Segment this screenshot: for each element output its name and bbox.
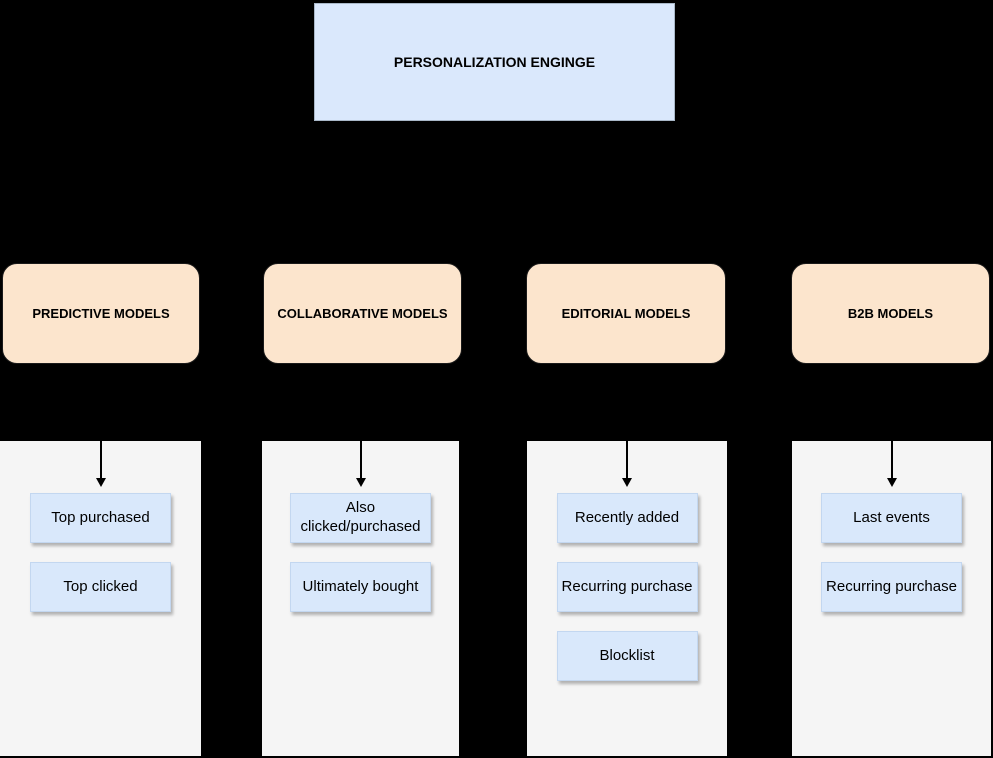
node-item: Ultimately bought <box>290 562 431 612</box>
node-b2b-models: B2B MODELS <box>791 263 990 364</box>
node-personalization-engine: PERSONALIZATION ENGINGE <box>314 3 675 121</box>
group-editorial-models: Recently added Recurring purchase Blockl… <box>527 441 727 756</box>
group-b2b-models: Last events Recurring purchase <box>792 441 991 756</box>
node-item: Top purchased <box>30 493 171 543</box>
node-item: Top clicked <box>30 562 171 612</box>
node-item-label: Recently added <box>574 508 680 526</box>
node-item-label: Top purchased <box>51 508 150 526</box>
arrow-head <box>622 478 632 487</box>
node-item-label: Blocklist <box>599 646 655 664</box>
node-collaborative-models: COLLABORATIVE MODELS <box>263 263 462 364</box>
node-item-label: Last events <box>853 508 930 526</box>
node-predictive-models: PREDICTIVE MODELS <box>2 263 200 364</box>
node-personalization-engine-label: PERSONALIZATION ENGINGE <box>393 54 596 70</box>
node-collaborative-models-label: COLLABORATIVE MODELS <box>277 306 448 321</box>
node-item: Last events <box>821 493 962 543</box>
node-item-label: Recurring purchase <box>826 577 957 595</box>
arrow-head <box>95 478 106 487</box>
node-item-label: Also clicked/purchased <box>300 499 421 535</box>
group-predictive-models: Top purchased Top clicked <box>0 441 201 756</box>
node-b2b-models-label: B2B MODELS <box>847 306 934 321</box>
arrow-down-icon <box>355 441 367 487</box>
arrow-line <box>626 441 628 478</box>
arrow-head <box>355 478 366 487</box>
arrow-down-icon <box>886 441 898 487</box>
node-item: Recently added <box>556 493 698 543</box>
arrow-down-icon <box>621 441 633 487</box>
node-item: Also clicked/purchased <box>290 493 431 543</box>
arrow-line <box>99 441 102 478</box>
arrow-line <box>890 441 893 478</box>
node-editorial-models: EDITORIAL MODELS <box>526 263 726 364</box>
node-item-label: Ultimately bought <box>302 577 419 595</box>
node-item: Blocklist <box>556 631 698 681</box>
node-item-label: Top clicked <box>63 577 138 595</box>
arrow-down-icon <box>95 441 107 487</box>
node-predictive-models-label: PREDICTIVE MODELS <box>32 306 170 321</box>
node-editorial-models-label: EDITORIAL MODELS <box>561 306 691 321</box>
node-item-label: Recurring purchase <box>561 577 693 595</box>
arrow-head <box>886 478 897 487</box>
node-item: Recurring purchase <box>821 562 962 612</box>
node-item: Recurring purchase <box>556 562 698 612</box>
group-collaborative-models: Also clicked/purchased Ultimately bought <box>262 441 459 756</box>
arrow-line <box>359 441 362 478</box>
